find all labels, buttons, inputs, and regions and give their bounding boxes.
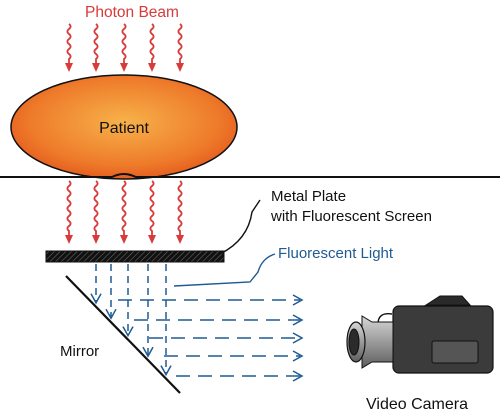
metal-plate [45, 250, 225, 263]
beam-arrowhead [148, 235, 156, 244]
fluorescent-light-rays [90, 264, 304, 382]
beam-arrowhead [120, 63, 128, 72]
metal-plate-leader [219, 199, 261, 255]
light-arrowhead-down [90, 293, 102, 305]
fluorescent-light-leader [173, 253, 276, 287]
mirror [65, 275, 181, 394]
beam-arrow-bottom [177, 180, 183, 238]
beam-arrow-top [93, 23, 99, 66]
beam-arrowhead [176, 63, 184, 72]
beam-arrow-bottom [66, 180, 72, 238]
beam-arrow-top [121, 23, 127, 66]
light-arrowhead-right [292, 350, 304, 362]
beam-arrow-top [149, 23, 155, 66]
metal-plate-label-line1: Metal Plate [271, 188, 346, 205]
beam-arrowhead [92, 63, 100, 72]
light-arrowhead-down [122, 326, 134, 338]
light-arrowhead-down [142, 346, 154, 358]
patient-shape [10, 74, 238, 180]
light-arrowhead-right [292, 332, 304, 344]
beam-arrow-bottom [93, 180, 99, 238]
incoming-beam-arrows [65, 23, 184, 72]
beam-arrowhead [120, 235, 128, 244]
light-arrowhead-right [292, 370, 304, 382]
beam-arrow-bottom [121, 180, 127, 238]
patient-label: Patient [99, 120, 149, 137]
beam-arrowhead [65, 235, 73, 244]
metal-plate-label-line2: with Fluorescent Screen [270, 208, 432, 225]
transmitted-beam-arrows [65, 180, 184, 244]
light-arrowhead-down [160, 365, 172, 377]
beam-arrow-bottom [149, 180, 155, 238]
light-arrowhead-right [292, 314, 304, 326]
beam-arrowhead [176, 235, 184, 244]
video-camera-label: Video Camera [366, 396, 468, 413]
fluorescent-light-label: Fluorescent Light [278, 245, 394, 262]
beam-arrowhead [148, 63, 156, 72]
beam-arrow-top [66, 23, 72, 66]
light-arrowhead-right [292, 294, 304, 306]
mirror-label: Mirror [60, 343, 99, 360]
beam-arrowhead [92, 235, 100, 244]
video-camera-icon [346, 295, 494, 374]
light-arrowhead-down [105, 308, 117, 320]
beam-arrowhead [65, 63, 73, 72]
photon-beam-label: Photon Beam [85, 4, 179, 21]
beam-arrow-top [177, 23, 183, 66]
table-line [0, 173, 500, 178]
